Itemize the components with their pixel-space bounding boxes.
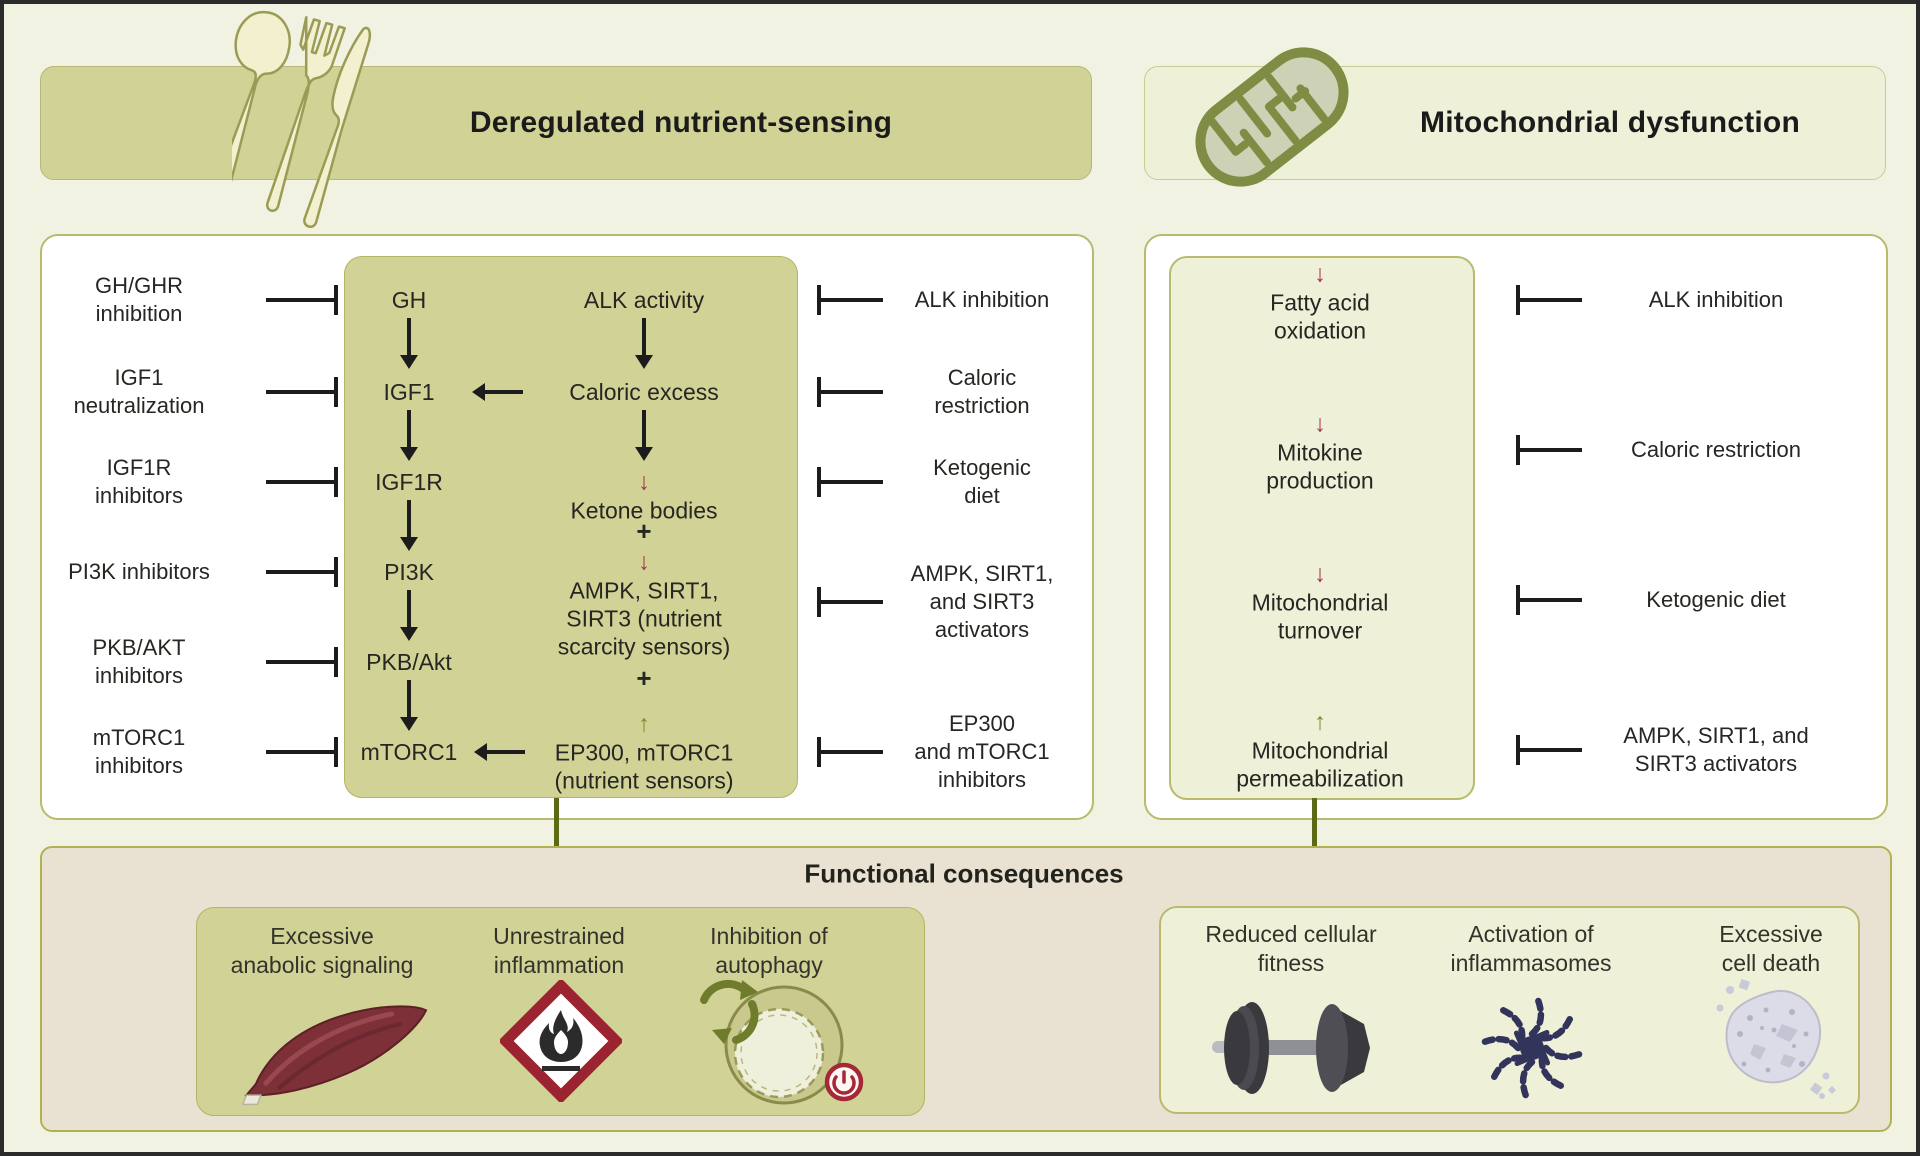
decrease-arrow-icon: ↓ — [638, 468, 650, 496]
alteration-mitokine: ↓ Mitokine production — [1266, 410, 1374, 494]
inhibitor-pkb-akt: PKB/AKT inhibitors — [92, 635, 186, 688]
intervention-caloric-restriction: Caloric restriction — [934, 365, 1030, 418]
inhibition-bar — [266, 377, 338, 407]
inhibition-bar — [266, 285, 338, 315]
mito-alterations-box — [1169, 256, 1475, 800]
mito-header-title: Mitochondrial dysfunction — [1420, 106, 1800, 139]
node-igf1r: IGF1R — [375, 469, 443, 495]
inhibition-bar — [1516, 435, 1582, 465]
inhibition-bar — [1516, 585, 1582, 615]
node-igf1: IGF1 — [383, 379, 435, 405]
node-ketone-bodies: ↓ Ketone bodies — [570, 468, 718, 524]
inhibition-bar — [266, 647, 338, 677]
down-arrow — [635, 410, 653, 461]
node-pi3k: PI3K — [384, 559, 434, 585]
inhibition-bar — [817, 587, 883, 617]
cell-death-icon — [1716, 978, 1836, 1099]
down-arrow — [400, 410, 418, 461]
decrease-arrow-icon: ↓ — [1314, 560, 1326, 588]
node-ampk-sirt: ↓ AMPK, SIRT1, SIRT3 (nutrient scarcity … — [557, 548, 731, 660]
alteration-turnover: ↓ Mitochondrial turnover — [1251, 560, 1389, 644]
down-arrow — [400, 500, 418, 551]
down-arrow — [400, 318, 418, 369]
intervention-ketogenic-diet: Ketogenic diet — [933, 455, 1031, 508]
consequence-autophagy-label: Inhibition of autophagy — [710, 923, 828, 978]
inhibition-bar — [266, 467, 338, 497]
mito-intervention-alk: ALK inhibition — [1648, 287, 1784, 312]
consequence-inflammasome-label: Activation of inflammasomes — [1450, 921, 1612, 976]
inhibitor-igf1-neutralization: IGF1 neutralization — [73, 365, 205, 418]
mito-intervention-ampk: AMPK, SIRT1, and SIRT3 activators — [1623, 723, 1809, 776]
mito-intervention-caloric: Caloric restriction — [1631, 437, 1801, 462]
left-arrow — [472, 383, 523, 401]
node-pkb-akt: PKB/Akt — [366, 649, 452, 675]
nutrient-header-title: Deregulated nutrient-sensing — [469, 106, 893, 139]
flame-hazard-icon — [500, 980, 622, 1102]
inhibitor-igf1r: IGF1R inhibitors — [94, 455, 184, 508]
inhibition-bar — [1516, 285, 1582, 315]
intervention-ampk-activators: AMPK, SIRT1, and SIRT3 activators — [910, 561, 1054, 642]
inhibitor-gh-ghr: GH/GHR inhibition — [95, 273, 183, 326]
inhibition-bar — [817, 377, 883, 407]
plus-sign: + — [636, 516, 652, 546]
nutrient-header-bar: Deregulated nutrient-sensing — [40, 66, 1092, 180]
increase-arrow-icon: ↑ — [638, 710, 650, 738]
node-alk-activity: ALK activity — [583, 287, 705, 313]
intervention-alk-inhibition: ALK inhibition — [914, 287, 1050, 312]
mitochondrion-icon — [1195, 47, 1349, 187]
inflammasome-icon — [1480, 996, 1584, 1100]
muscle-icon — [241, 1005, 428, 1106]
pathway-box — [344, 256, 798, 798]
inhibition-bar — [817, 467, 883, 497]
node-mtorc1: mTORC1 — [360, 739, 458, 765]
alteration-permeabilization: ↑ Mitochondrial permeabilization — [1236, 708, 1404, 792]
inhibition-bar — [266, 737, 338, 767]
increase-arrow-icon: ↑ — [1314, 708, 1326, 736]
consequence-fitness-label: Reduced cellular fitness — [1205, 921, 1377, 976]
decrease-arrow-icon: ↓ — [1314, 410, 1326, 438]
cutlery-icon — [232, 10, 372, 228]
inhibition-bar — [266, 557, 338, 587]
node-gh: GH — [391, 287, 427, 313]
plus-sign: + — [636, 663, 652, 693]
down-arrow — [635, 318, 653, 369]
consequences-title: Functional consequences — [804, 858, 1124, 889]
inhibitor-pi3k: PI3K inhibitors — [68, 559, 210, 584]
consequence-inflammation-label: Unrestrained inflammation — [493, 923, 625, 978]
inhibitor-mtorc1: mTORC1 inhibitors — [92, 725, 186, 778]
node-caloric-excess: Caloric excess — [569, 379, 719, 405]
intervention-ep300-inhibitors: EP300 and mTORC1 inhibitors — [914, 711, 1050, 792]
decrease-arrow-icon: ↓ — [1314, 260, 1326, 288]
consequence-anabolic-label: Excessive anabolic signaling — [230, 923, 414, 978]
inhibition-bar — [817, 737, 883, 767]
alteration-fatty-acid: ↓ Fatty acid oxidation — [1270, 260, 1370, 344]
consequence-cell-death-label: Excessive cell death — [1719, 921, 1823, 976]
inhibition-bar — [1516, 735, 1582, 765]
autophagy-icon — [700, 979, 864, 1105]
down-arrow — [400, 590, 418, 641]
down-arrow — [400, 680, 418, 731]
inhibition-bar — [817, 285, 883, 315]
decrease-arrow-icon: ↓ — [638, 548, 650, 576]
node-ep300: ↑ EP300, mTORC1 (nutrient sensors) — [554, 710, 734, 794]
mito-intervention-ketogenic: Ketogenic diet — [1646, 587, 1786, 612]
left-arrow — [474, 743, 525, 761]
dumbbell-icon — [1212, 1002, 1370, 1094]
